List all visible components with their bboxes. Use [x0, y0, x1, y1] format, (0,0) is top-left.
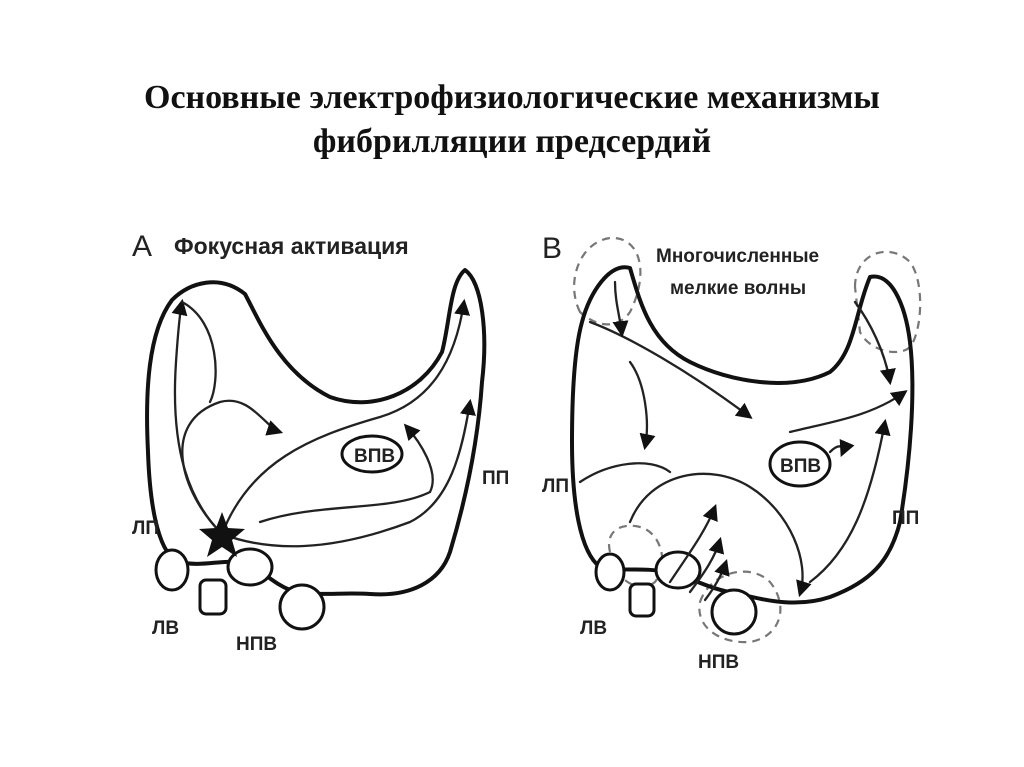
panel-a-pulmonary-vein-3 [226, 547, 274, 587]
panel-b-wavelet-2 [612, 280, 629, 338]
panel-a-ivc [278, 583, 326, 631]
slide-title-line-2: фибрилляции предсердий [312, 123, 712, 160]
panel-b-dashed-left-appendage [573, 236, 642, 326]
panel-b-heading-line-2: мелкие волны [670, 278, 806, 299]
panel-a: А Фокусная активация ВПВ [132, 230, 509, 655]
panel-b-wavelet-8 [628, 472, 812, 598]
panel-b-label-npv: НПВ [698, 652, 739, 673]
panel-a-label-vpv: ВПВ [354, 446, 395, 467]
panel-b-wavelet-4 [853, 300, 896, 386]
figure-svg: А Фокусная активация ВПВ [132, 230, 922, 673]
panel-b-pulmonary-vein-1 [594, 552, 626, 592]
panel-a-pulmonary-vein-1 [154, 548, 190, 592]
panel-a-focus-star-icon [199, 512, 245, 557]
panel-b-dashed-ivc [698, 570, 782, 644]
panel-b-wavelet-10 [688, 536, 725, 594]
panel-b-ivc [710, 588, 758, 636]
panel-b-wavelet-7 [808, 418, 891, 584]
panel-a-wave-to-left-appendage [171, 298, 224, 536]
panel-a-label-lp: ЛП [132, 518, 159, 539]
panel-b-label-vpv: ВПВ [780, 456, 821, 477]
panel-a-svc [340, 434, 404, 474]
panel-a-wave-right-lower [220, 398, 476, 548]
atrial-fibrillation-figure: А Фокусная активация ВПВ [110, 222, 930, 682]
slide-title-line-1: Основные электрофизиологические механизм… [144, 79, 880, 116]
panel-b-wavelet-9 [668, 504, 718, 584]
panel-b-dashed-pulmonary-veins [607, 524, 664, 588]
panel-b-wavelet-6 [828, 438, 855, 457]
panel-a-wave-top-loop [180, 300, 217, 404]
panel-b-pulmonary-vein-2 [628, 582, 656, 618]
panel-b-label-lv: ЛВ [580, 618, 607, 639]
panel-b-label-pp: ПП [892, 508, 919, 529]
panel-b-wavelet-11 [703, 558, 730, 602]
panel-a-pulmonary-vein-2 [198, 578, 228, 616]
panel-b-letter: В [542, 232, 562, 265]
panel-b-wavelet-12 [578, 462, 672, 484]
panel-a-wave-center [181, 399, 284, 536]
panel-a-wave-to-right-appendage [220, 298, 471, 536]
panel-a-letter: А [132, 230, 152, 263]
panel-b-label-lp: ЛП [542, 476, 569, 497]
panel-a-label-npv: НПВ [236, 634, 277, 655]
panel-a-label-pp: ПП [482, 468, 509, 489]
panel-a-wave-to-svc [258, 423, 434, 524]
panel-b-wavelet-1 [588, 320, 753, 419]
panel-b-heading-line-1: Многочисленные [656, 246, 819, 267]
panel-a-heading: Фокусная активация [174, 233, 409, 259]
panel-a-label-lv: ЛВ [152, 618, 179, 639]
panel-b-wavelet-3 [628, 360, 656, 451]
panel-b-svc [768, 440, 832, 488]
panel-b: В Многочисленные мелкие волны ВПВ [542, 232, 922, 673]
panel-b-atria-outline [570, 265, 915, 605]
panel-b-wavelet-5 [788, 390, 908, 434]
